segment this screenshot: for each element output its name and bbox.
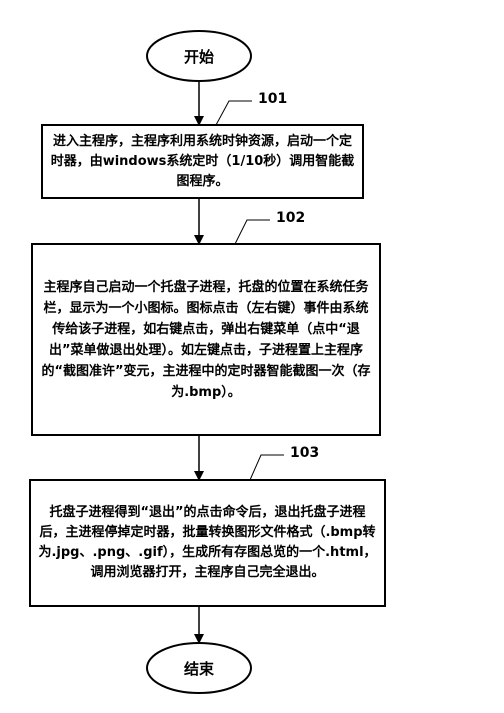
step-103-ref-number: 103 — [290, 445, 320, 461]
step-102-leader — [234, 219, 270, 245]
step-103-text-container: 托盘子进程得到“退出”的点击命令后，退出托盘子进程后，主进程停掉定时器，批量转换… — [32, 482, 383, 604]
step-101-ref-number: 101 — [258, 91, 288, 107]
step-101-box — [41, 124, 364, 199]
step-101-text: 进入主程序，主程序利用系统时钟资源，启动一个定时器，由windows系统定时（1… — [50, 133, 355, 189]
step-103-text: 托盘子进程得到“退出”的点击命令后，退出托盘子进程后，主进程停掉定时器，批量转换… — [38, 505, 377, 580]
start-terminal-label: 开始 — [183, 47, 214, 66]
step-103-box — [29, 479, 386, 607]
step-101-text-container: 进入主程序，主程序利用系统时钟资源，启动一个定时器，由windows系统定时（1… — [44, 127, 361, 196]
end-terminal-label: 结束 — [183, 659, 214, 678]
step-102-box — [31, 243, 381, 436]
step-102-text-container: 主程序自己启动一个托盘子进程，托盘的位置在系统任务栏，显示为一个小图标。图标点击… — [34, 246, 378, 433]
end-terminal-shape — [146, 642, 252, 694]
step-103-leader — [249, 454, 284, 481]
step-102-text: 主程序自己启动一个托盘子进程，托盘的位置在系统任务栏，显示为一个小图标。图标点击… — [41, 279, 371, 400]
step-101-leader — [215, 100, 252, 126]
step-102-ref-number: 102 — [276, 210, 306, 226]
